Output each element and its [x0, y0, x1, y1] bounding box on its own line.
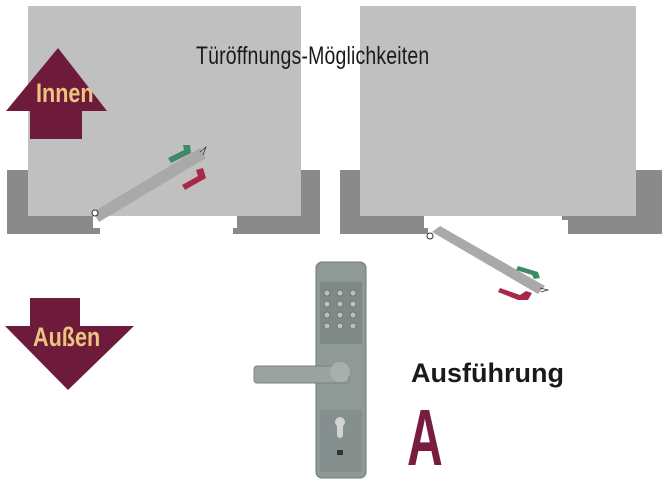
- inside-label: Innen: [36, 78, 94, 108]
- right-room-area: [360, 6, 636, 216]
- outside-arrow: [5, 298, 134, 390]
- right-wall-left: [340, 170, 428, 234]
- outside-label: Außen: [33, 322, 101, 352]
- right-door-outward: [426, 226, 550, 300]
- page-title: Türöffnungs-Möglichkeiten: [196, 42, 430, 70]
- keypad-buttons: [323, 289, 357, 330]
- left-wall-left: [7, 170, 100, 234]
- variant-letter: A: [407, 393, 443, 482]
- keypad-lock-image: [253, 261, 367, 479]
- left-door-inward: [91, 145, 207, 222]
- left-wall-right: [233, 170, 320, 234]
- variant-heading: Ausführung: [411, 358, 564, 388]
- inside-arrow: [6, 48, 107, 139]
- right-wall-right: [562, 170, 662, 234]
